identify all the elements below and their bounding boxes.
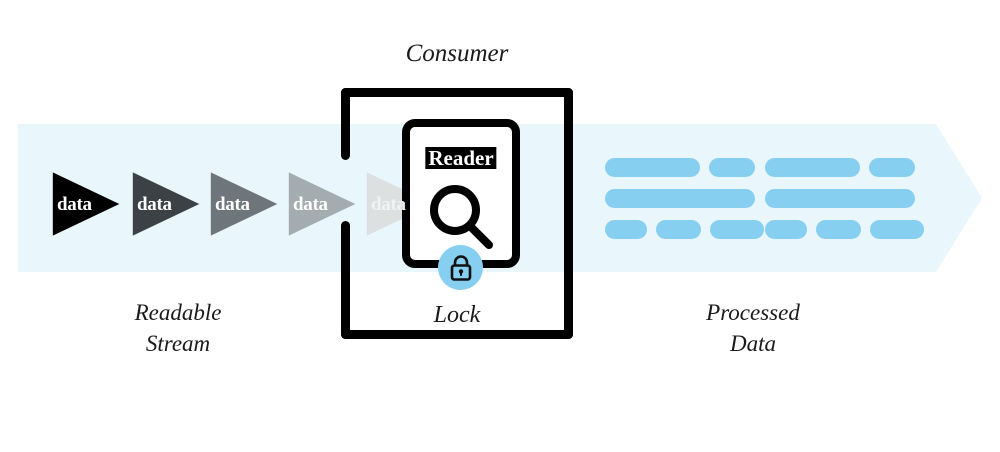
processed-data-row (765, 220, 924, 239)
processed-data-bar (765, 158, 860, 177)
consumer-frame-top-edge (341, 88, 573, 97)
data-chunk-2: data (130, 168, 200, 240)
processed-data-caption-line2: Data (730, 330, 776, 356)
consumer-frame (341, 88, 573, 339)
processed-data-bar (605, 158, 700, 177)
processed-data-bar (869, 158, 915, 177)
data-chunk-label: data (293, 193, 328, 215)
data-chunk-label: data (57, 193, 92, 215)
processed-data-row (605, 158, 764, 177)
processed-data-bar (765, 189, 915, 208)
processed-data-row (605, 189, 764, 208)
processed-data-bar (870, 220, 924, 239)
consumer-frame-bottom-edge (341, 330, 573, 339)
processed-data-bar (605, 220, 647, 239)
padlock-icon (450, 254, 471, 281)
lock-badge (438, 245, 483, 290)
data-chunk-label: data (215, 193, 250, 215)
processed-data-caption: Processed Data (653, 298, 853, 360)
data-chunk-label: data (371, 193, 406, 215)
data-chunk-3: data (208, 168, 278, 240)
readable-stream-caption-line1: Readable (134, 300, 222, 325)
data-chunk-label: data (137, 193, 172, 215)
processed-data-caption-line1: Processed (706, 300, 800, 325)
processed-data-bar (816, 220, 861, 239)
data-chunk-1: data (50, 168, 120, 240)
processed-data-bar (709, 158, 755, 177)
consumer-frame-left-upper-edge (341, 88, 350, 160)
readable-stream-caption-line2: Stream (145, 330, 211, 356)
processed-data-bar (710, 220, 764, 239)
consumer-title: Consumer (405, 40, 509, 67)
reader-label: Reader (425, 147, 497, 169)
consumer-frame-left-lower-edge (341, 221, 350, 339)
processed-data-bar (605, 189, 755, 208)
processed-data-bar (656, 220, 701, 239)
processed-data-group-2 (765, 158, 924, 251)
reader-card: Reader (402, 119, 520, 268)
processed-data-row (605, 220, 764, 239)
processed-data-group-1 (605, 158, 764, 251)
consumer-frame-right-edge (564, 88, 573, 339)
readable-stream-caption: Readable Stream (78, 298, 278, 360)
processed-data-bar (765, 220, 807, 239)
magnifying-glass-icon (426, 183, 496, 253)
processed-data-row (765, 158, 924, 177)
processed-data-row (765, 189, 924, 208)
lock-label: Lock (433, 302, 481, 328)
